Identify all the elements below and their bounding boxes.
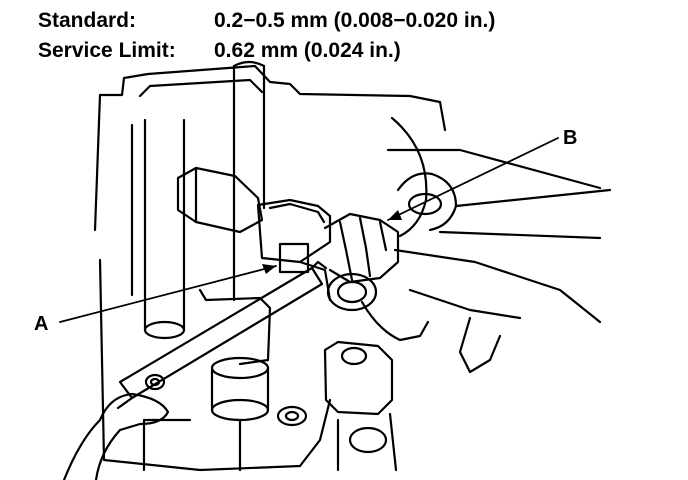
- left-shaft: [130, 118, 186, 340]
- callout-b: B: [563, 127, 577, 149]
- service-limit-label: Service Limit:: [38, 39, 176, 62]
- standard-row: Standard: 0.2−0.5 mm (0.008−0.020 in.): [38, 6, 495, 36]
- feeler-gauge: [116, 260, 328, 410]
- leader-arrow-a: [262, 264, 276, 274]
- shift-fork-block: [176, 166, 332, 302]
- housing-right-curve: [390, 116, 428, 238]
- leader-line-a: [59, 265, 277, 323]
- standard-label: Standard:: [38, 9, 137, 32]
- service-limit-value: 0.62 mm (0.024 in.): [214, 39, 401, 62]
- synchro-gear: [323, 212, 430, 342]
- center-shaft: [232, 60, 266, 302]
- hand-outline: [62, 392, 170, 480]
- housing-top-inner: [138, 78, 264, 98]
- specification-block: Standard: 0.2−0.5 mm (0.008−0.020 in.) Se…: [38, 6, 495, 66]
- standard-value: 0.2−0.5 mm (0.008−0.020 in.): [214, 9, 496, 32]
- housing-top-outline: [93, 64, 447, 232]
- leader-arrow-b: [388, 210, 402, 220]
- right-lever: [386, 148, 612, 374]
- service-limit-row: Service Limit: 0.62 mm (0.024 in.): [38, 36, 495, 66]
- callout-a: A: [34, 313, 48, 335]
- housing-bottom: [98, 258, 398, 472]
- leader-line-b: [387, 137, 559, 221]
